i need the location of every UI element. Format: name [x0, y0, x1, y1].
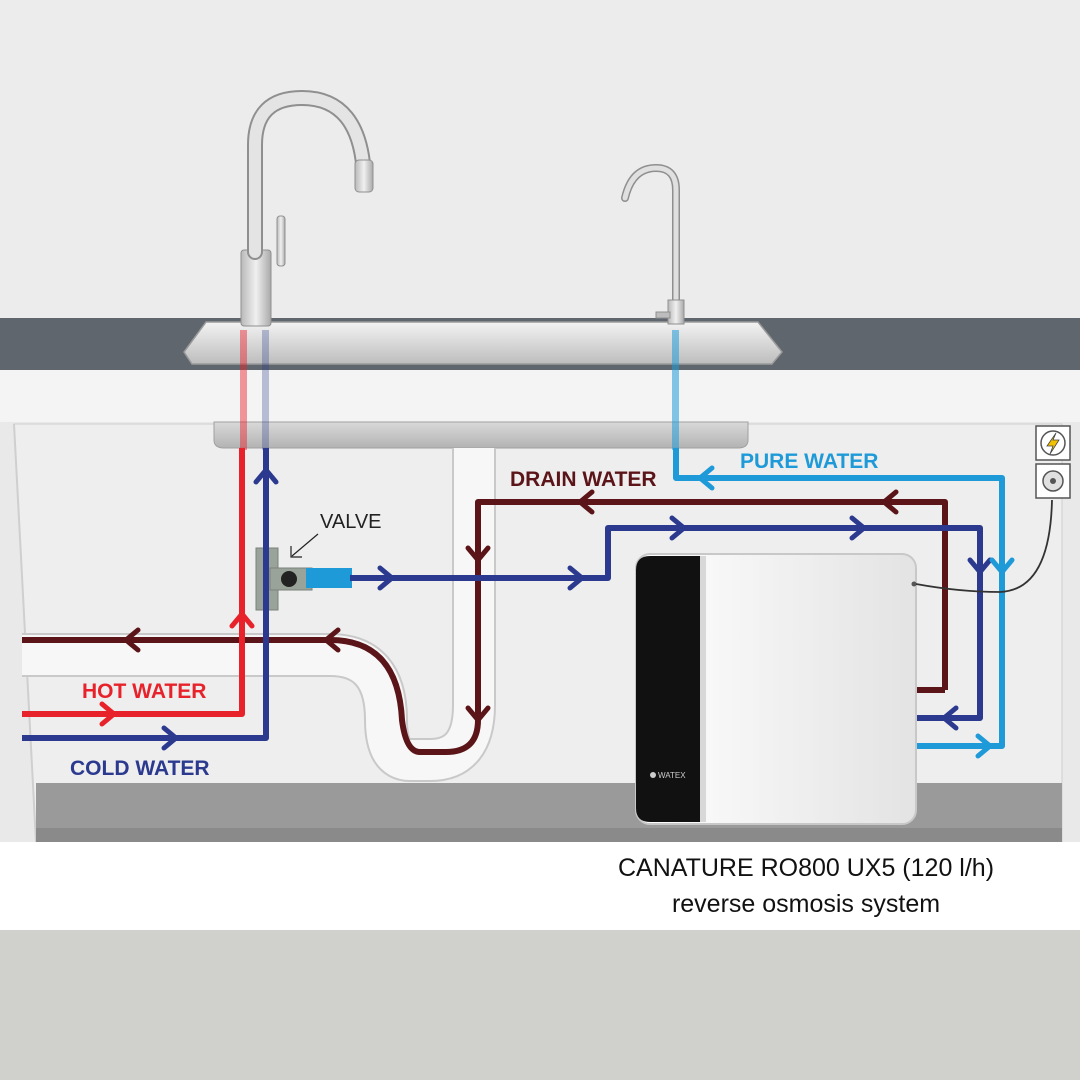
- ro-feed-line: [350, 525, 983, 721]
- flow-arrow-icon: [967, 557, 993, 575]
- cold-water-label: COLD WATER: [70, 757, 210, 780]
- flow-arrow-icon: [697, 465, 715, 491]
- flow-arrow-icon: [253, 467, 279, 485]
- brand-logo-icon: [650, 772, 656, 778]
- power-bolt-icon: [1046, 432, 1060, 455]
- hot-water-line: [22, 448, 245, 717]
- cabinet-floor-edge: [36, 828, 1062, 842]
- flow-arrow-icon: [465, 545, 491, 563]
- flow-arrow-icon: [849, 515, 867, 541]
- pure-pipe-faded: [672, 330, 679, 450]
- ro-unit: WATEX: [635, 553, 917, 825]
- cold-pipe-faded: [262, 330, 269, 450]
- flow-arrow-icon: [975, 733, 993, 759]
- drain-water-line-trap: [22, 637, 481, 755]
- product-subtitle: reverse osmosis system: [672, 890, 940, 918]
- flow-arrow-icon: [989, 557, 1015, 575]
- power-cable: [915, 499, 1053, 593]
- sink-bowl: [213, 421, 749, 449]
- flow-arrow-icon: [881, 489, 899, 515]
- wall: [0, 0, 1080, 318]
- kitchen-mixer-faucet: [240, 89, 374, 327]
- pure-water-line: [673, 448, 1005, 749]
- pure-water-faucet: [621, 163, 685, 325]
- flow-arrow-icon: [567, 565, 585, 591]
- drain-water-label: DRAIN WATER: [510, 468, 657, 491]
- cold-water-line: [22, 448, 269, 741]
- ro-unit-front-panel: [636, 556, 700, 822]
- flow-arrow-icon: [123, 627, 141, 653]
- flow-arrow-icon: [323, 627, 341, 653]
- flow-arrow-icon: [577, 489, 595, 515]
- floor: [0, 930, 1080, 1080]
- flow-arrow-icon: [669, 515, 687, 541]
- countertop-edge: [0, 370, 1080, 422]
- valve-pointer: [291, 533, 319, 557]
- hot-pipe-faded: [240, 330, 247, 450]
- product-name: CANATURE RO800 UX5 (120 l/h): [618, 854, 994, 882]
- valve-knob: [281, 571, 297, 587]
- flow-arrow-icon: [377, 565, 395, 591]
- pure-water-label: PURE WATER: [740, 450, 878, 473]
- flow-arrow-icon: [229, 611, 255, 629]
- flow-arrow-icon: [465, 705, 491, 723]
- sink-rim: [183, 321, 783, 365]
- valve-pointer-arrowhead: [290, 546, 302, 558]
- flow-arrow-icon: [161, 725, 179, 751]
- valve-outlet-blue: [306, 568, 352, 588]
- flow-arrow-icon: [99, 701, 117, 727]
- drain-water-line: [475, 499, 948, 720]
- hot-water-label: HOT WATER: [82, 680, 206, 703]
- flow-arrow-icon: [941, 705, 959, 731]
- brand-logo-text: WATEX: [658, 771, 686, 780]
- drain-pipe: [22, 448, 494, 780]
- plinth: [0, 842, 1080, 930]
- valve-label: VALVE: [320, 511, 382, 533]
